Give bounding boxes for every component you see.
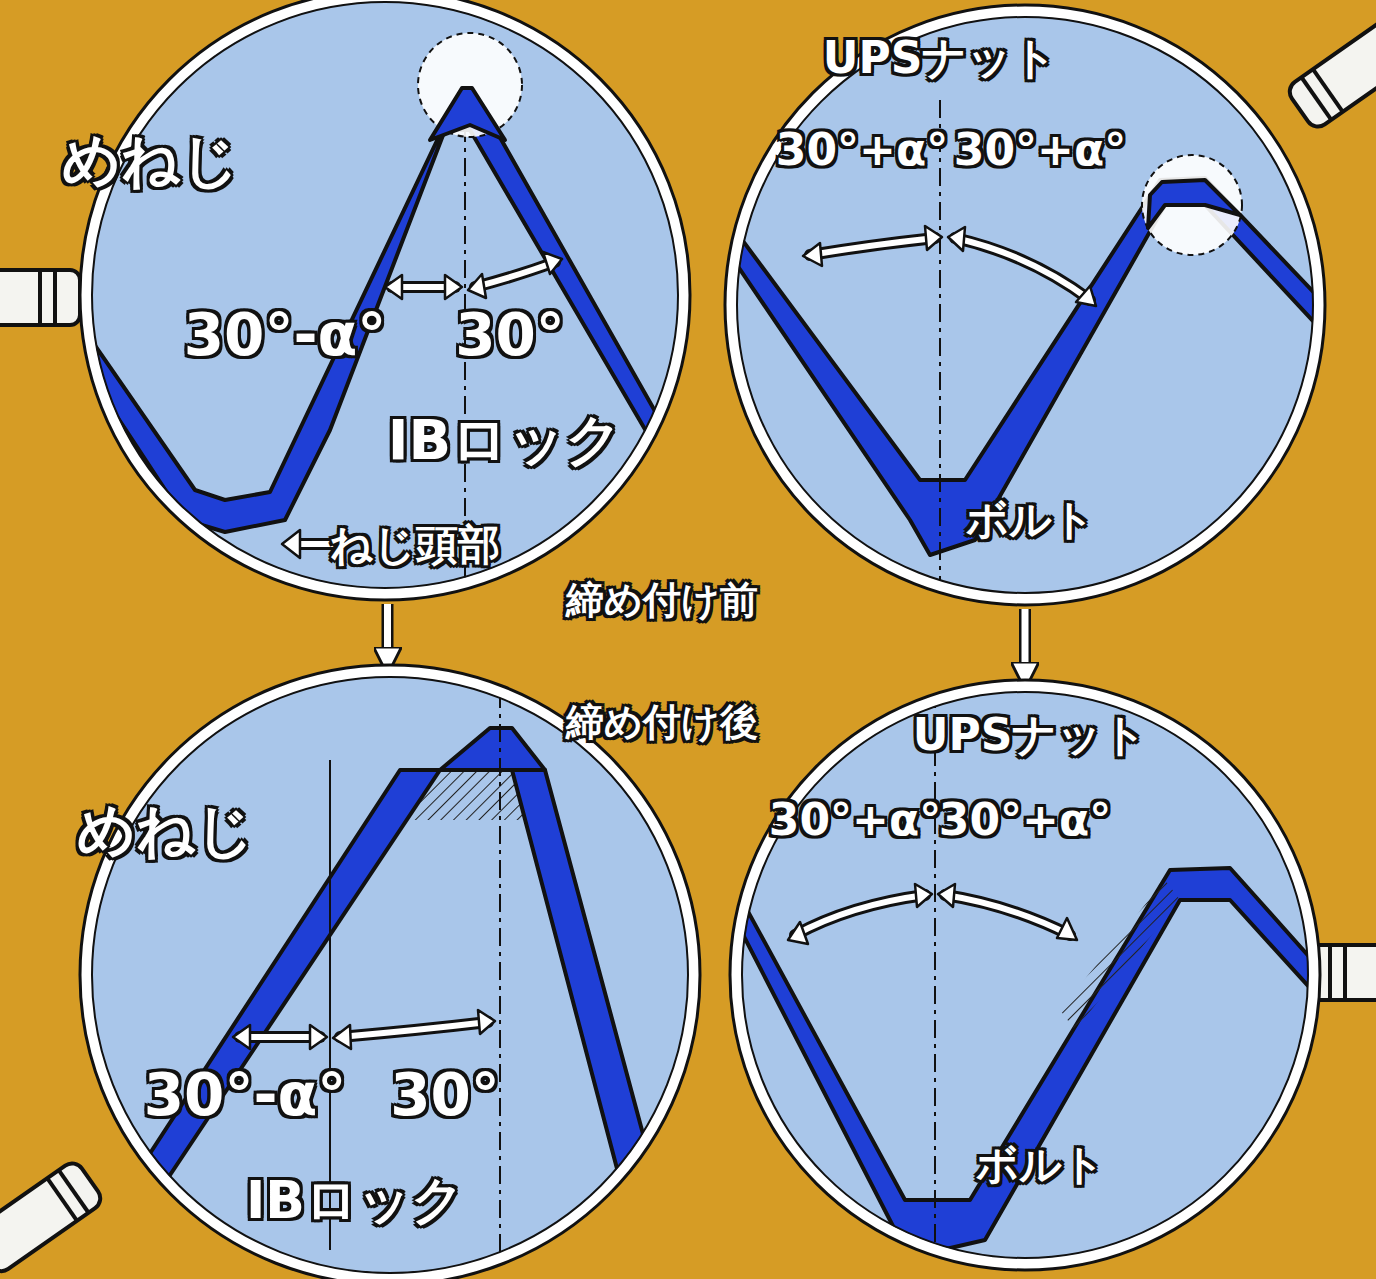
part-name: UPSナット [823, 36, 1058, 80]
stage-label: 締め付け後 [566, 703, 758, 741]
thread-profile [720, 100, 1340, 620]
lens-rim [80, 0, 690, 600]
magnifier-circle: UPSナット 30°+α°30°+α° ボルト [725, 5, 1325, 605]
angle-label: 30° [455, 306, 565, 364]
part-name: ボルト [976, 1144, 1105, 1186]
angle-label: 30°+α° [954, 128, 1126, 172]
magnifier-circle: めねじ30°-α°30°IBロックねじ頭部 [80, 0, 690, 600]
magnifier-circle: めねじ 30°-α° 30° IBロック [80, 665, 700, 1279]
part-name: IBロック [388, 412, 623, 468]
lens-ground [80, 0, 1325, 1279]
part-name: めねじ [62, 131, 239, 189]
magnifier-circle: UPSナット 30°+α°30°+α° ボルト [730, 680, 1320, 1270]
part-name: めねじ [77, 801, 254, 859]
angle-label: 30°-α° [184, 306, 387, 364]
direction-label: ねじ頭部 [330, 524, 500, 566]
angle-label: 30°+α° [776, 128, 948, 172]
angle-label: 30°+α° [769, 798, 941, 842]
part-name: IBロック [246, 1174, 464, 1226]
thread-profile [100, 690, 650, 1270]
part-name: UPSナット [913, 713, 1148, 757]
part-name: ボルト [966, 499, 1095, 541]
flow-arrow [1025, 609, 1026, 676]
thread-profile [720, 680, 1330, 1275]
angle-label: 30°-α° [144, 1066, 347, 1124]
flow-arrow [387, 604, 388, 661]
angle-label: 30°+α° [939, 798, 1111, 842]
angle-label: 30° [390, 1066, 500, 1124]
stage-label: 締め付け前 [566, 581, 758, 619]
